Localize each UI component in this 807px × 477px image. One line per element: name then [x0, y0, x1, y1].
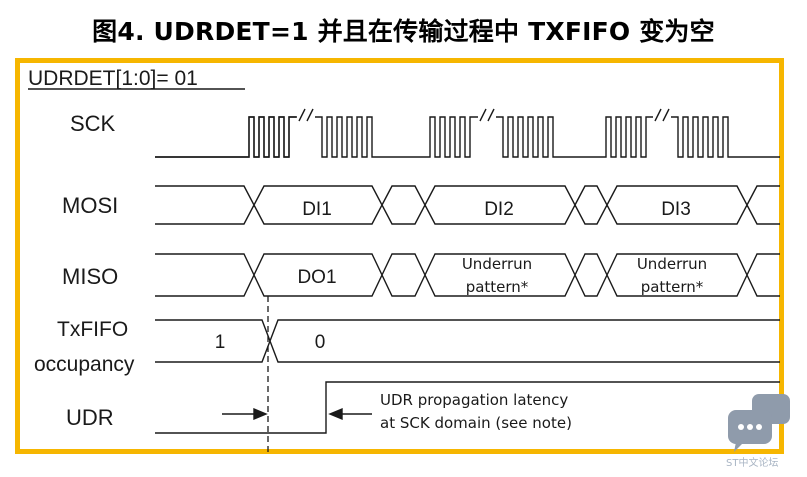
txfifo-value-1: 1 [215, 332, 226, 353]
miso-underrun-1-line2: pattern* [466, 278, 529, 296]
watermark-text: ST中文论坛 [726, 458, 779, 469]
miso-underrun-2-line1: Underrun [637, 255, 707, 273]
sck-waveform-seg [155, 116, 780, 158]
config-label: UDRDET[1:0]= 01 [28, 67, 198, 90]
signal-label-occupancy: occupancy [34, 353, 135, 376]
mosi-cell-1: DI1 [302, 199, 332, 220]
txfifo-bus [155, 319, 780, 363]
mosi-bus [155, 185, 780, 225]
diagram-frame [15, 58, 784, 454]
miso-underrun-1-line1: Underrun [462, 255, 532, 273]
miso-cell-1: DO1 [297, 267, 336, 288]
udr-waveform [155, 381, 780, 434]
signal-label-mosi: MOSI [62, 193, 118, 218]
udr-note-line1: UDR propagation latency [380, 391, 568, 409]
latency-arrows [222, 407, 372, 421]
miso-bus [155, 253, 780, 297]
udr-note-line2: at SCK domain (see note) [380, 414, 572, 432]
mosi-cell-2: DI2 [484, 199, 514, 220]
left-arrow-head [253, 407, 268, 421]
sck-break-mark [298, 108, 670, 122]
figure-title: 图4. UDRDET=1 并且在传输过程中 TXFIFO 变为空 [92, 17, 715, 46]
sck-waveform [155, 116, 296, 158]
signal-label-sck: SCK [70, 111, 116, 136]
signal-label-miso: MISO [62, 264, 118, 289]
txfifo-value-2: 0 [315, 332, 326, 353]
chat-bubble-icon [728, 394, 790, 452]
signal-label-txfifo: TxFIFO [57, 318, 128, 341]
signal-label-udr: UDR [66, 405, 114, 430]
mosi-cell-3: DI3 [661, 199, 691, 220]
right-arrow-head [328, 407, 343, 421]
miso-underrun-2-line2: pattern* [641, 278, 704, 296]
